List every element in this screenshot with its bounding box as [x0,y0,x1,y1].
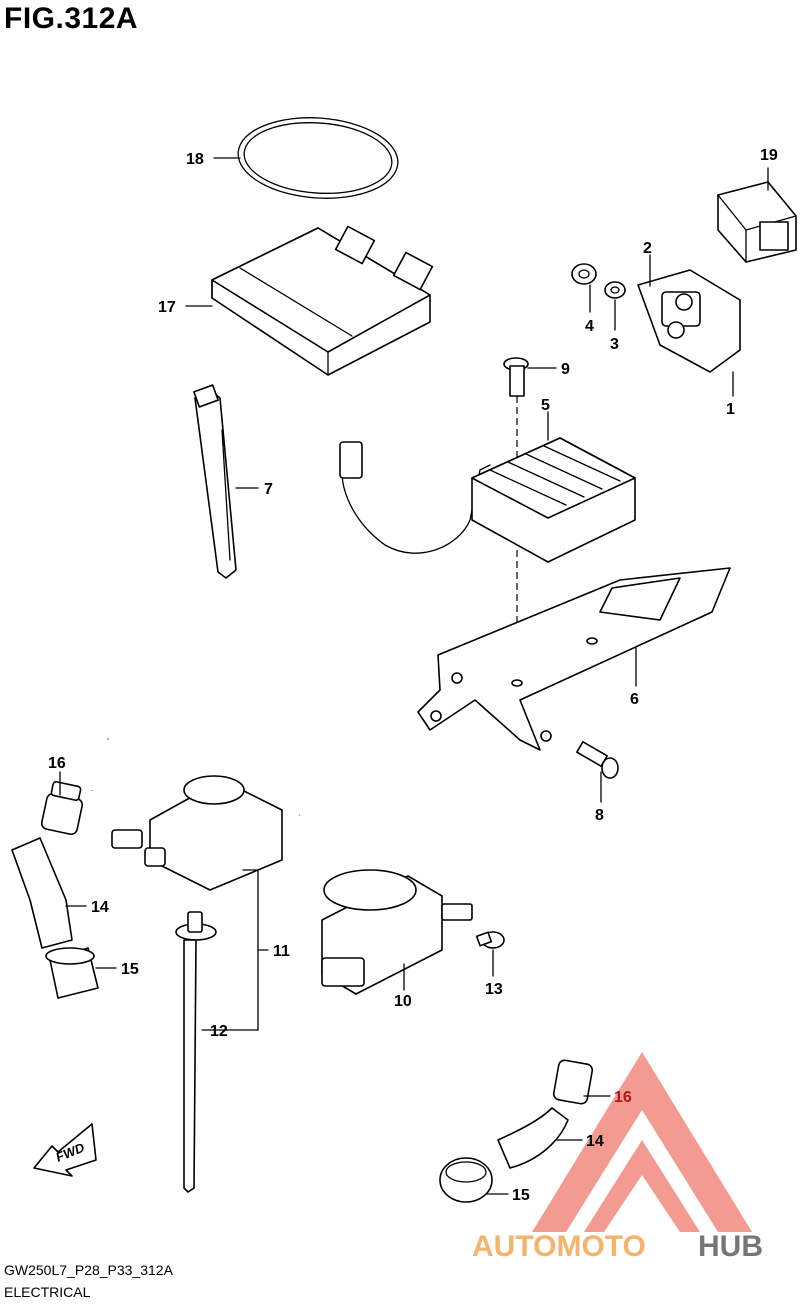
figure-title: FIG.312A [4,2,139,35]
callout-18: 18 [186,151,204,168]
part-plug-cap-right [439,1059,594,1203]
part-bolt-8 [576,741,619,779]
section-name: ELECTRICAL [4,1284,91,1300]
part-cable-tie-7 [193,384,237,579]
callout-14-right: 14 [586,1133,604,1150]
callout-16-left: 16 [48,755,66,772]
callout-15-right: 15 [512,1187,530,1204]
watermark-logo [532,1052,752,1232]
callout-12: 12 [210,1023,228,1040]
watermark-text-a: AUTOMOTO [472,1230,646,1263]
callout-13: 13 [485,981,503,998]
part-bracket-6 [417,567,731,751]
callout-8: 8 [595,807,604,824]
part-o-ring [237,117,399,199]
callout-11: 11 [273,943,290,960]
callout-16-right: 16 [614,1089,632,1106]
part-ignition-coil-10 [321,821,641,1092]
callout-4: 4 [585,318,594,335]
part-cable-tie-12 [175,911,217,1193]
fwd-arrow-icon: FWD [33,1123,97,1177]
part-screw-13 [475,931,505,949]
callout-9: 9 [561,361,570,378]
callout-5: 5 [541,397,550,414]
leader-lines [59,157,769,1195]
callout-3: 3 [610,336,619,353]
callout-2: 2 [643,240,652,257]
part-regulator-5 [339,437,636,563]
callout-14-left: 14 [91,899,109,916]
figure-code: GW250L7_P28_P33_312A [4,1262,173,1278]
part-ignition-coil-11 [89,692,330,891]
part-connector-19 [717,181,797,263]
part-plug-cap-left [11,781,99,999]
watermark-text-b: HUB [698,1230,763,1263]
part-ecm-unit [211,225,434,376]
callout-10: 10 [394,993,412,1010]
callout-15-left: 15 [121,961,139,978]
callout-labels: 1 2 3 4 5 6 7 8 9 10 11 12 13 14 15 16 1… [48,147,778,1204]
callout-17: 17 [158,299,176,316]
part-switch-assembly [571,263,741,373]
callout-1: 1 [726,401,735,418]
watermark-text: AUTOMOTO HUB [472,1230,763,1263]
callout-6: 6 [630,691,639,708]
callout-7: 7 [264,481,273,498]
callout-19: 19 [760,147,778,164]
